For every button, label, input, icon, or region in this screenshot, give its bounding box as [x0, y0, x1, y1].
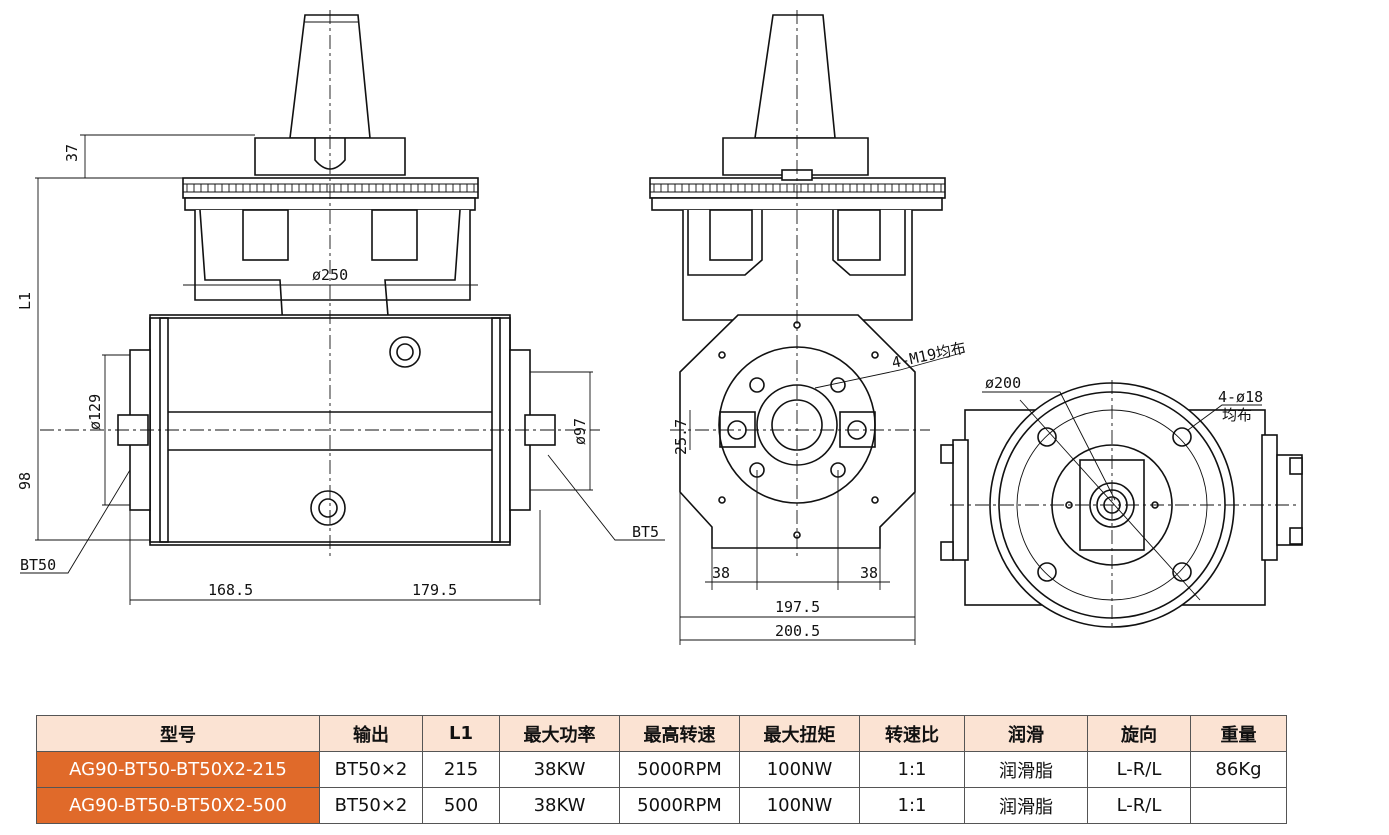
- cell-L1: 215: [422, 751, 500, 788]
- dim-200-5-label: 200.5: [775, 622, 820, 640]
- dim-4dia18-sub-label: 均布: [1222, 406, 1252, 424]
- cell-speed-ratio: 1:1: [859, 787, 965, 824]
- cell-speed-ratio: 1:1: [859, 751, 965, 788]
- cell-rotation: L-R/L: [1087, 787, 1191, 824]
- cell-max-power: 38KW: [499, 787, 620, 824]
- dim-25-7-label: 25.7: [672, 419, 690, 455]
- header-max-power: 最大功率: [499, 715, 620, 752]
- dim-L1-label: L1: [16, 292, 34, 310]
- dim-dia129-label: ø129: [86, 394, 104, 430]
- cell-weight: 86Kg: [1190, 751, 1287, 788]
- cell-lubrication: 润滑脂: [964, 787, 1088, 824]
- header-max-torque: 最大扭矩: [739, 715, 860, 752]
- cell-model: AG90-BT50-BT50X2-215: [36, 751, 320, 788]
- header-model: 型号: [36, 715, 320, 752]
- header-lubrication: 润滑: [964, 715, 1088, 752]
- technical-drawing: 37 L1 98 ø250 ø129 ø97 168.5 179.5 BT50 …: [16, 10, 1303, 645]
- cell-model: AG90-BT50-BT50X2-500: [36, 787, 320, 824]
- table-row: AG90-BT50-BT50X2-500 BT50×2 500 38KW 500…: [36, 787, 1287, 824]
- cell-L1: 500: [422, 787, 500, 824]
- cell-max-speed: 5000RPM: [619, 751, 740, 788]
- dim-98-label: 98: [16, 472, 34, 490]
- dim-dia250-label: ø250: [312, 266, 348, 284]
- dim-dia97-label: ø97: [571, 418, 589, 445]
- cell-output: BT50×2: [319, 751, 423, 788]
- header-weight: 重量: [1190, 715, 1287, 752]
- dim-38-right-label: 38: [860, 564, 878, 582]
- dim-179-5-label: 179.5: [412, 581, 457, 599]
- side-view: 4-M19均布 25.7 38 38 197.5 200.5: [649, 10, 967, 645]
- label-BT50: BT50: [20, 556, 56, 574]
- cell-output: BT50×2: [319, 787, 423, 824]
- cell-max-torque: 100NW: [739, 787, 860, 824]
- header-speed-ratio: 转速比: [859, 715, 965, 752]
- spec-table: 型号 输出 L1 最大功率 最高转速 最大扭矩 转速比 润滑 旋向 重量 AG9…: [36, 715, 1287, 824]
- table-row: AG90-BT50-BT50X2-215 BT50×2 215 38KW 500…: [36, 751, 1287, 788]
- dim-4M19-label: 4-M19均布: [890, 339, 967, 372]
- cell-max-speed: 5000RPM: [619, 787, 740, 824]
- label-BT5: BT5: [632, 523, 659, 541]
- dim-dia200-label: ø200: [985, 374, 1021, 392]
- bottom-view: ø200 4-ø18 均布: [940, 374, 1303, 630]
- dim-38-left-label: 38: [712, 564, 730, 582]
- dim-168-5-label: 168.5: [208, 581, 253, 599]
- header-L1: L1: [422, 715, 500, 752]
- cell-weight: [1190, 787, 1287, 824]
- dim-37-label: 37: [63, 144, 81, 162]
- cell-lubrication: 润滑脂: [964, 751, 1088, 788]
- cell-max-power: 38KW: [499, 751, 620, 788]
- header-rotation: 旋向: [1087, 715, 1191, 752]
- dim-197-5-label: 197.5: [775, 598, 820, 616]
- front-view: 37 L1 98 ø250 ø129 ø97 168.5 179.5 BT50 …: [16, 10, 665, 605]
- header-output: 输出: [319, 715, 423, 752]
- cell-max-torque: 100NW: [739, 751, 860, 788]
- table-header-row: 型号 输出 L1 最大功率 最高转速 最大扭矩 转速比 润滑 旋向 重量: [36, 715, 1287, 752]
- cell-rotation: L-R/L: [1087, 751, 1191, 788]
- dim-4dia18-label: 4-ø18: [1218, 388, 1263, 406]
- header-max-speed: 最高转速: [619, 715, 740, 752]
